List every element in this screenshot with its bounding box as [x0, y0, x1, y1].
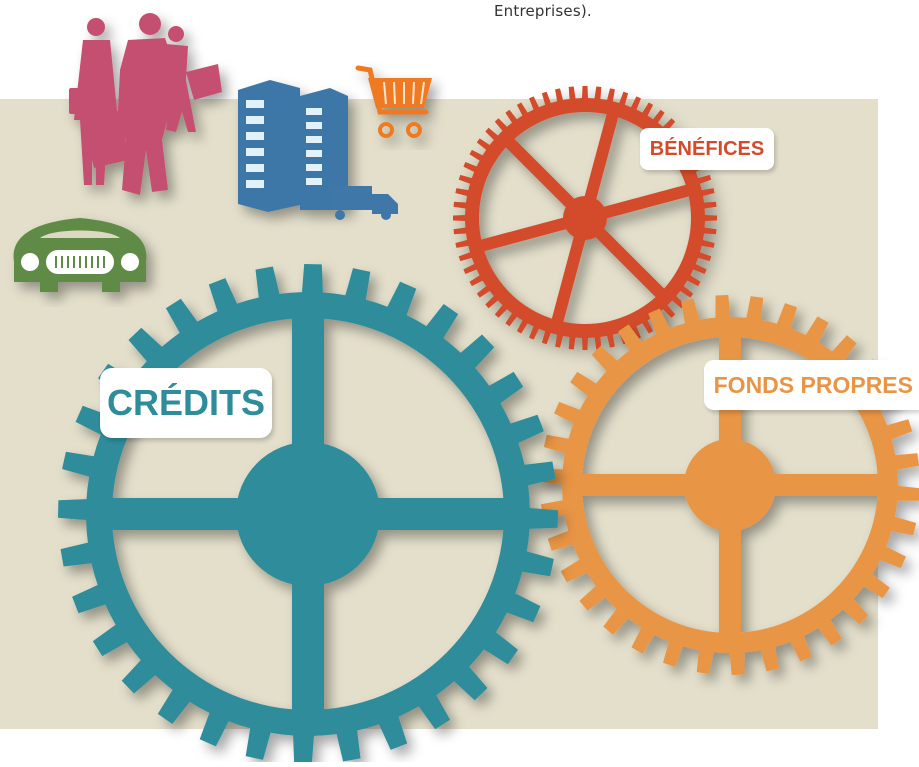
gear-spoke [719, 485, 741, 637]
gear-spoke [108, 498, 308, 530]
gear-spoke [477, 212, 587, 253]
shopping-cart-icon [355, 65, 432, 138]
label-credits-text: CRÉDITS [106, 382, 265, 423]
gear-spoke [292, 314, 324, 514]
gear-spoke [583, 183, 693, 224]
truck-icon [330, 186, 398, 220]
gear-credits [58, 264, 558, 764]
gear-spoke [502, 135, 590, 223]
car-icon [13, 218, 147, 292]
gear-spoke [730, 474, 882, 496]
label-benefices-text: BÉNÉFICES [649, 138, 765, 160]
gear-spoke [550, 216, 591, 326]
label-benefices: BÉNÉFICES [640, 128, 774, 170]
buildings-icon [238, 80, 348, 212]
label-credits: CRÉDITS [100, 368, 272, 438]
gear-spoke [579, 110, 620, 220]
gear-spoke [580, 213, 668, 301]
gear-spoke [308, 498, 508, 530]
caption-text: Entreprises). [494, 2, 592, 20]
label-fonds-propres-text: FONDS PROPRES [713, 372, 913, 398]
people-icon [69, 13, 222, 195]
gear-spoke [292, 514, 324, 714]
label-fonds-propres: FONDS PROPRES [704, 360, 919, 410]
gear-benefices [453, 86, 717, 350]
gear-spoke [578, 474, 730, 496]
